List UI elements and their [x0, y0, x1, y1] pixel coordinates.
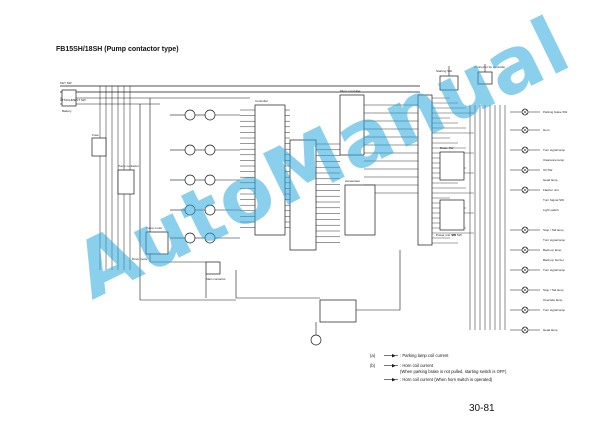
legend-code: (a): [370, 353, 376, 358]
brake-switch-block: [439, 151, 465, 181]
power-unit-block: [439, 199, 465, 231]
accelerator-block: [344, 184, 376, 236]
relay-coil: [204, 109, 216, 121]
pump-motor-block: [145, 231, 169, 255]
legend-arrow: [392, 378, 396, 382]
right-component-label: Stop / Tail lamp: [543, 288, 564, 292]
relay-coil: [184, 232, 196, 244]
key-switch-label: KEY SW: [60, 81, 72, 85]
fuse-block: [91, 137, 107, 157]
right-component-label: Overside lamp: [543, 298, 563, 302]
connector-block: [417, 94, 433, 246]
diagram-title: FB15SH/18SH (Pump contactor type): [56, 46, 179, 53]
lamp-cross: [522, 109, 528, 115]
micro-controller-block: [339, 94, 365, 156]
lamp-cross: [522, 147, 528, 153]
right-component-label: Turn Signal SW: [543, 198, 564, 202]
ps-switch-label: PS SW: [452, 233, 462, 237]
lamp-cross: [522, 267, 528, 273]
relay-coil: [184, 204, 196, 216]
lamp-cross: [522, 287, 528, 293]
contactor-block: [205, 261, 221, 275]
legend-text: (When parking brake is not pulled, start…: [400, 369, 507, 374]
relay-coil: [204, 232, 216, 244]
pump-contactor-label: Pump contactor: [118, 164, 139, 168]
right-component-label: Turn signal lamp: [543, 148, 565, 152]
legend-code: (b): [370, 363, 376, 368]
fuse-label: Fuse: [92, 133, 99, 137]
legend-arrow: [392, 354, 396, 358]
right-component-label: Oil SW: [543, 168, 553, 172]
relay-coil: [184, 174, 196, 186]
right-component-label: Back-up buzzer: [543, 258, 564, 262]
right-component-label: Stop / Tail lamp: [543, 228, 564, 232]
battery-block: [61, 89, 77, 107]
controller-label: Controller: [255, 99, 268, 103]
wire: [235, 270, 320, 299]
relay-coil: [184, 144, 196, 156]
right-component-label: Flasher unit: [543, 188, 559, 192]
horn-symbol: [310, 334, 322, 346]
lamp-cross: [522, 307, 528, 313]
right-component-label: Turn signal lamp: [543, 308, 565, 312]
component-symbols: [61, 71, 529, 346]
right-component-label: Horn: [543, 128, 550, 132]
pump-motor-label: Pump motor: [146, 226, 162, 230]
drive-motor-label: Drive motor: [132, 257, 148, 261]
lamp-cross: [522, 167, 528, 173]
attachment-switch-label: ATTACHMENT SW: [60, 98, 86, 102]
legend-text: : Horn coil current (When horn switch is…: [400, 377, 493, 382]
relay-coil: [184, 109, 196, 121]
micro-controller-label: Micro controller: [340, 89, 361, 93]
right-component-label: Light switch: [543, 208, 559, 212]
power-unit-switch-label: Power unit SW: [436, 233, 456, 237]
relay-coil: [204, 144, 216, 156]
main-contactor-label: Main contactor: [206, 277, 226, 281]
battery-label: Battery: [62, 109, 72, 113]
lamp-cross: [522, 247, 528, 253]
wire: [356, 250, 401, 311]
relay-coil: [204, 174, 216, 186]
contactor-block: [117, 169, 135, 195]
legend-text: : Parking lamp coil current: [400, 353, 449, 358]
starting-switch-block: [439, 75, 459, 91]
controller-right-block: [289, 139, 317, 251]
starting-switch-label: Starting SW: [436, 69, 452, 73]
page-number: 30-81: [469, 403, 495, 414]
lamp-cross: [522, 187, 528, 193]
right-component-label: Clearance lamp: [543, 158, 564, 162]
right-component-label: Head lamp: [543, 178, 558, 182]
right-component-label: Parking brake SW: [543, 110, 567, 114]
relay-coil: [204, 204, 216, 216]
controller-left-block: [254, 104, 286, 236]
brake-switch-label: Brake SW: [440, 146, 454, 150]
right-component-label: Head lamp: [543, 328, 558, 332]
lamp-cross: [522, 127, 528, 133]
legend-text: : Horn coil current: [400, 363, 434, 368]
right-component-label: Back-up lamp: [543, 248, 562, 252]
accelerator-label: Accelerator: [345, 179, 360, 183]
right-component-label: Turn signal lamp: [543, 238, 565, 242]
connector-controller-label: Connector for controller: [474, 65, 505, 69]
lamp-cross: [522, 227, 528, 233]
legend: (a) : Parking lamp coil current (b) : Horn …: [370, 353, 507, 382]
right-component-label: Turn signal lamp: [543, 268, 565, 272]
relay-block: [319, 299, 357, 323]
connector-controller-block: [477, 71, 493, 85]
lamp-cross: [522, 327, 528, 333]
legend-arrow: [392, 364, 396, 368]
